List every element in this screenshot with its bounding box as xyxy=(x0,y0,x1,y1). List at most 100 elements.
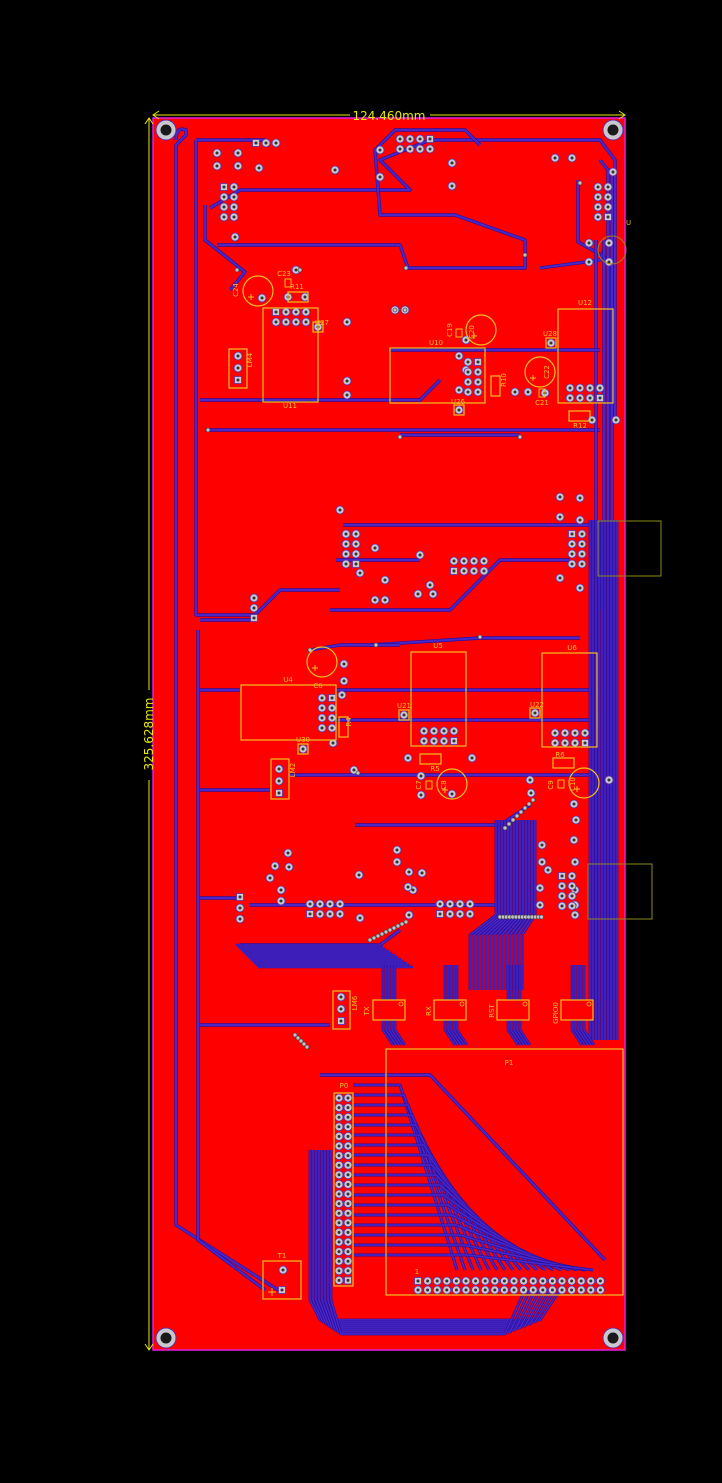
pad-drill xyxy=(284,310,288,314)
component-r4[interactable]: R4 xyxy=(338,716,353,738)
pad-drill xyxy=(596,195,600,199)
via xyxy=(397,434,403,440)
pad-drill xyxy=(337,1154,341,1158)
component-u28[interactable]: U28 xyxy=(543,330,557,349)
pad-drill xyxy=(294,320,298,324)
component-p0[interactable]: P0 xyxy=(333,1082,354,1287)
pad-drill xyxy=(260,296,264,300)
component-rx[interactable]: RX xyxy=(425,999,467,1021)
pad-drill xyxy=(570,532,574,536)
pad-drill xyxy=(468,912,472,916)
pad-drill xyxy=(320,706,324,710)
copper-trace xyxy=(217,129,526,269)
component-gpio0[interactable]: GPIO0 xyxy=(552,999,594,1024)
pad-drill xyxy=(346,1154,350,1158)
component-ref-label: U6 xyxy=(567,644,577,652)
pad-drill xyxy=(337,1240,341,1244)
pad-drill xyxy=(340,693,344,697)
pad-drill xyxy=(468,902,472,906)
component-rst[interactable]: RST xyxy=(488,999,530,1021)
pad-drill xyxy=(558,515,562,519)
pad-drill xyxy=(573,731,577,735)
pad-drill xyxy=(378,148,382,152)
component-r10[interactable]: R10 xyxy=(490,373,508,397)
component-u5[interactable]: U5 xyxy=(410,642,467,747)
component-u6[interactable]: U6 xyxy=(541,644,598,748)
pad-drill xyxy=(308,902,312,906)
pad-drill xyxy=(318,912,322,916)
pad-drill xyxy=(346,1259,350,1263)
pad-drill xyxy=(428,147,432,151)
component-u30[interactable]: U30 xyxy=(296,736,310,755)
pad-drill xyxy=(408,147,412,151)
component-outline xyxy=(240,684,337,741)
pad-drill xyxy=(452,729,456,733)
pad-drill xyxy=(286,851,290,855)
capacitor-outline xyxy=(455,328,463,338)
component-c6[interactable]: C6 xyxy=(306,646,338,690)
copper-trace xyxy=(517,820,533,990)
component-u21[interactable]: U21 xyxy=(397,702,411,721)
component-p1[interactable]: P1 xyxy=(385,1048,624,1296)
pad-drill xyxy=(337,1163,341,1167)
component-c23[interactable]: C23 xyxy=(277,270,292,288)
pad-drill xyxy=(464,338,468,342)
component-u27[interactable]: U27 xyxy=(312,319,329,333)
component-u10[interactable]: U10 xyxy=(389,339,486,404)
component-u4[interactable]: U4 xyxy=(240,676,337,741)
pad-drill xyxy=(472,569,476,573)
component-c19[interactable]: C19 xyxy=(446,323,463,338)
component-ref-label: C22 xyxy=(543,365,551,379)
via xyxy=(403,919,409,925)
pad-drill xyxy=(274,141,278,145)
pad-drill xyxy=(418,137,422,141)
pad-drill xyxy=(279,888,283,892)
pad-drill xyxy=(344,552,348,556)
component-c10[interactable]: C10 xyxy=(568,767,600,799)
pad-drill xyxy=(337,1096,341,1100)
component-c21[interactable]: C21 xyxy=(535,388,549,407)
pads-and-vias xyxy=(155,119,624,1349)
component-lm4[interactable]: LM4 xyxy=(228,348,254,389)
copper-trace xyxy=(489,820,512,990)
component-t1[interactable]: T1 xyxy=(262,1252,302,1300)
via xyxy=(399,921,405,927)
pad-drill xyxy=(450,161,454,165)
component-tx[interactable]: TX xyxy=(363,999,406,1021)
component-u26[interactable]: U26 xyxy=(451,398,466,416)
pad-drill xyxy=(346,1144,350,1148)
copper-trace xyxy=(204,205,246,291)
component-c7[interactable]: C7 xyxy=(415,780,433,790)
component-r11[interactable]: R11 xyxy=(287,283,309,303)
component-r12[interactable]: R12 xyxy=(568,410,591,430)
component-u12[interactable]: U12 xyxy=(557,299,614,404)
resistor-outline xyxy=(568,410,591,422)
pad-drill xyxy=(215,164,219,168)
component-u22[interactable]: U22 xyxy=(529,701,544,719)
component-c9[interactable]: C9 xyxy=(547,779,565,790)
component-r6[interactable]: R6 xyxy=(552,751,575,769)
component-u11[interactable]: U11 xyxy=(262,307,319,410)
copper-trace xyxy=(505,820,524,990)
component-lm6[interactable]: LM6 xyxy=(332,990,359,1030)
component-c8[interactable]: C8 xyxy=(436,768,468,800)
pad-drill xyxy=(583,731,587,735)
pad-drill xyxy=(482,559,486,563)
component-c24[interactable]: C24 xyxy=(232,275,274,307)
component-c22[interactable]: C22 xyxy=(524,356,556,388)
pad-drill xyxy=(345,320,349,324)
pad-drill xyxy=(346,1202,350,1206)
pad-drill xyxy=(252,616,256,620)
via xyxy=(234,267,240,273)
component-r5[interactable]: R5 xyxy=(419,753,442,773)
pad-drill xyxy=(438,912,442,916)
pad-drill xyxy=(457,408,461,412)
button-outline xyxy=(372,999,406,1021)
component-lm2[interactable]: LM2 xyxy=(270,758,297,800)
copper-trace xyxy=(315,1150,551,1325)
pad-drill xyxy=(408,137,412,141)
component-c20[interactable]: C20 xyxy=(465,314,497,346)
pad-drill xyxy=(398,147,402,151)
pad-drill xyxy=(402,713,406,717)
